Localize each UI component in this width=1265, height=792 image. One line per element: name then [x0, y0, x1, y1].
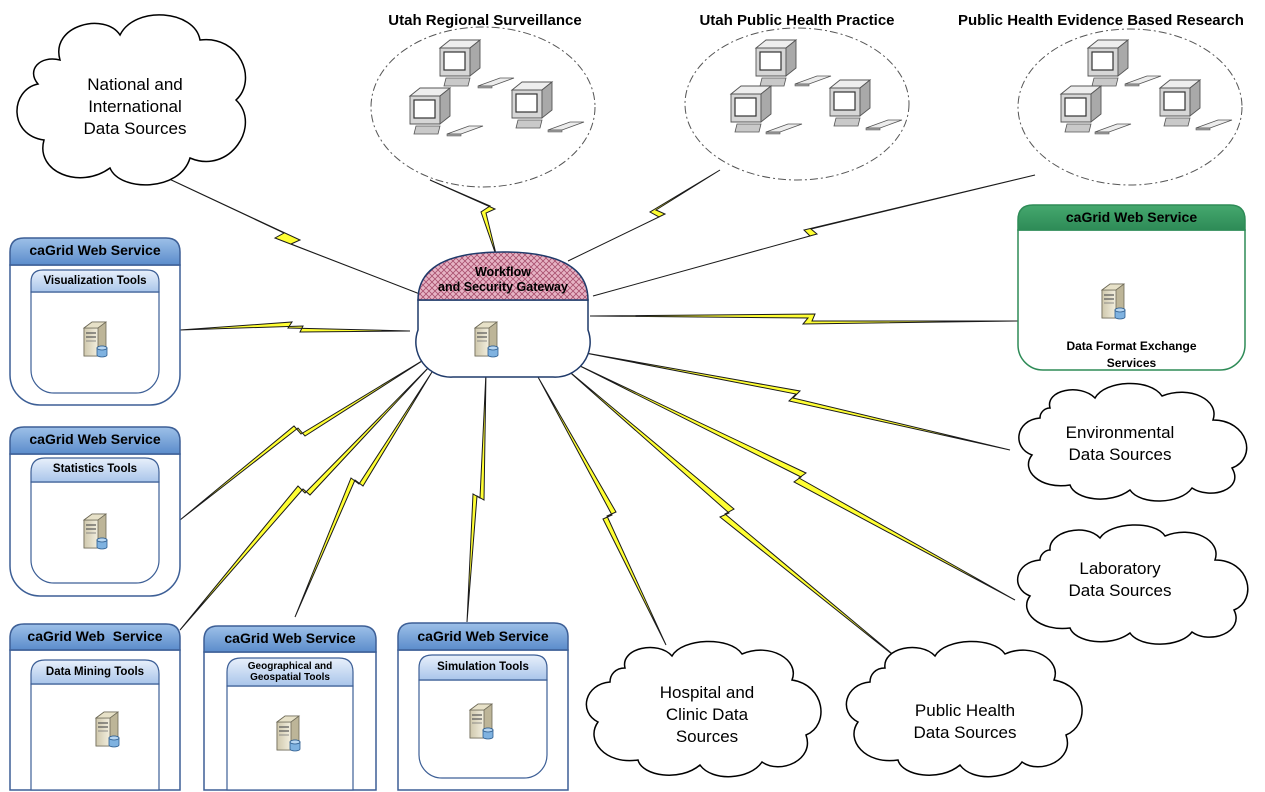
service-data-mining [9, 623, 181, 791]
service-title-statistics: caGrid Web Service [29, 431, 161, 447]
service-visualization [9, 237, 181, 406]
cloud-public-health [845, 640, 1083, 778]
cloud-national [16, 14, 247, 186]
cloud-hospital [585, 640, 822, 778]
link-data-mining [179, 365, 431, 631]
network-title-utah-regional: Utah Regional Surveillance [388, 12, 582, 29]
cloud-environmental [1018, 382, 1248, 502]
service-title-simulation: caGrid Web Service [417, 628, 549, 644]
service-title-visualization: caGrid Web Service [29, 242, 161, 258]
link-utah-practice [567, 169, 721, 262]
link-simulation [466, 371, 487, 623]
network-links [149, 169, 1036, 668]
link-hospital [537, 376, 667, 646]
cloud-laboratory [1016, 524, 1249, 645]
tool-title-simulation: Simulation Tools [437, 661, 529, 673]
cloud-public-health-label: Public Health Data Sources [913, 701, 1017, 742]
service-geographical [203, 625, 377, 791]
data-format-label: Data Format Exchange Services [1066, 339, 1197, 370]
service-title-geographical: caGrid Web Service [224, 630, 356, 646]
network-evidence-research [1017, 28, 1243, 186]
link-national [149, 169, 426, 297]
link-geographical [294, 371, 433, 618]
tool-title-geographical: Geographical and Geospatial Tools [247, 661, 333, 683]
tool-title-visualization: Visualization Tools [43, 275, 147, 287]
link-utah-regional [429, 179, 498, 259]
cloud-national-label: National and International Data Sources [83, 75, 187, 138]
tool-title-data-mining: Data Mining Tools [45, 666, 145, 678]
cloud-environmental-label: Environmental Data Sources [1065, 423, 1175, 464]
service-title-data-mining: caGrid Web Service [27, 628, 163, 644]
network-title-utah-practice: Utah Public Health Practice [699, 12, 895, 29]
link-data-format [589, 313, 1019, 325]
tool-title-statistics: Statistics Tools [52, 463, 138, 475]
service-title-data-format: caGrid Web Service [1065, 209, 1198, 225]
gateway-title: Workflow and Security Gateway [438, 265, 568, 294]
cloud-hospital-label: Hospital and Clinic Data Sources [659, 683, 755, 746]
network-title-evidence-research: Public Health Evidence Based Research [958, 12, 1244, 29]
link-visualization [179, 321, 411, 333]
service-data-format-exchange [1017, 204, 1246, 371]
network-utah-regional [370, 26, 596, 188]
security-gateway [415, 251, 591, 378]
link-evidence-research [592, 174, 1036, 297]
cloud-laboratory-label: Laboratory Data Sources [1068, 559, 1172, 600]
service-simulation [397, 622, 569, 791]
network-utah-practice [684, 27, 910, 181]
service-statistics [9, 426, 181, 597]
